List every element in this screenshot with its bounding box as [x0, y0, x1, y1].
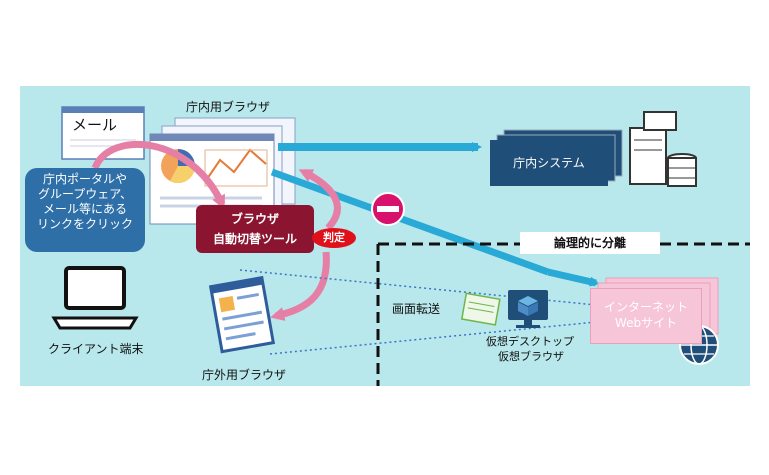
- instruction-bubble: 庁内ポータルや グループウェア、 メール等にある リンクをクリック: [25, 168, 145, 252]
- virtual-browser-label: 仮想ブラウザ: [498, 350, 564, 363]
- bubble-line: メール等にある: [42, 202, 127, 216]
- pink-arrow-bubble: [91, 140, 226, 210]
- browser-switch-tool: ブラウザ 自動切替ツール: [196, 205, 314, 253]
- external-browser-label: 庁外用ブラウザ: [202, 368, 287, 382]
- screen-transfer-label: 画面転送: [392, 302, 441, 316]
- mail-window-icon: [61, 106, 145, 160]
- client-terminal-label: クライアント端末: [48, 342, 144, 356]
- screen-transfer-icon: [460, 292, 501, 326]
- tool-line2: 自動切替ツール: [212, 232, 297, 246]
- server-icon: [629, 111, 697, 187]
- internet-line1: インターネット: [603, 300, 688, 314]
- monitor-icon: [508, 290, 548, 328]
- internal-system-box: 庁内システム: [490, 140, 608, 186]
- pink-arrow-judge-down: [270, 251, 330, 321]
- judgement-badge: 判定: [312, 228, 356, 248]
- logical-separation-label: 論理的に分離: [520, 232, 660, 254]
- internet-site-box: インターネット Webサイト: [590, 288, 702, 344]
- internet-line2: Webサイト: [614, 316, 678, 330]
- internal-browser-label: 庁内用ブラウザ: [186, 100, 271, 114]
- virtual-desktop-label: 仮想デスクトップ: [486, 335, 574, 348]
- separation-line: [376, 242, 750, 386]
- no-entry-icon: [371, 192, 405, 226]
- mail-label: メール: [72, 116, 118, 134]
- pink-arrow-judge-up: [298, 168, 341, 231]
- external-browser-icon: [208, 275, 276, 354]
- tool-line1: ブラウザ: [230, 212, 279, 226]
- bubble-line: 庁内ポータルや: [42, 172, 127, 186]
- bubble-line: グループウェア、: [37, 187, 133, 201]
- arrow-to-internet: [270, 168, 550, 276]
- bubble-line: リンクをクリック: [36, 217, 133, 231]
- laptop-icon: [51, 266, 139, 330]
